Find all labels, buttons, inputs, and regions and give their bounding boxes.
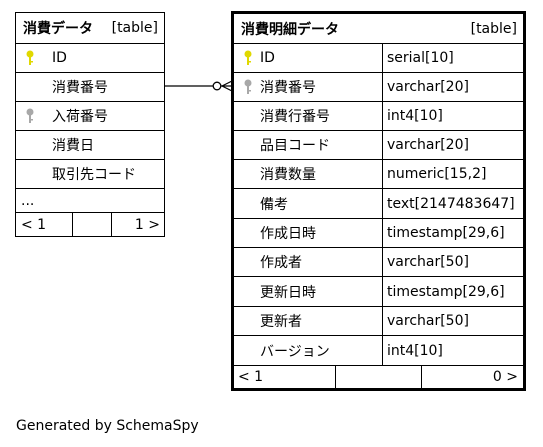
table-row[interactable]: 作成者 varchar[50]: [234, 247, 523, 276]
divider: [382, 160, 383, 188]
table-row[interactable]: 備考 text[2147483647]: [234, 188, 523, 218]
divider: [421, 366, 422, 388]
foreign-key-icon: [24, 102, 36, 130]
divider: [382, 102, 383, 130]
crow-foot-lower: [221, 85, 233, 92]
foreign-key-icon: [242, 73, 254, 101]
column-name: 消費数量: [260, 167, 316, 183]
ellipsis-text: ...: [21, 192, 35, 209]
primary-key-icon: [242, 44, 254, 72]
column-name: 作成者: [260, 255, 302, 271]
column-name: 消費日: [52, 138, 94, 154]
column-name: ID: [52, 50, 67, 66]
divider: [111, 213, 112, 236]
column-type: varchar[50]: [387, 254, 469, 270]
divider: [72, 213, 73, 236]
table-header: 消費明細データ [table]: [234, 14, 523, 43]
pagination-next[interactable]: 1 >: [134, 216, 160, 233]
zero-cardinality-circle: [212, 81, 222, 91]
divider: [382, 277, 383, 306]
primary-key-icon: [24, 44, 36, 72]
column-name: 備考: [260, 196, 288, 213]
pagination-prev[interactable]: < 1: [21, 216, 47, 233]
column-name: 更新日時: [260, 284, 316, 301]
table-type-label: [table]: [111, 20, 158, 36]
table-row[interactable]: ID serial[10]: [234, 43, 523, 72]
column-name: 消費行番号: [260, 109, 330, 125]
table-row[interactable]: 品目コード varchar[20]: [234, 130, 523, 159]
column-name: バージョン: [260, 343, 330, 360]
column-type: numeric[15,2]: [387, 166, 487, 182]
table-type-label: [table]: [470, 20, 517, 37]
table-row[interactable]: 入荷番号: [16, 101, 164, 130]
table-row[interactable]: 消費行番号 int4[10]: [234, 101, 523, 130]
table-row[interactable]: 取引先コード: [16, 159, 164, 188]
column-type: varchar[50]: [387, 313, 469, 329]
table-header: 消費データ [table]: [16, 13, 164, 43]
divider: [382, 336, 383, 365]
table-row[interactable]: 消費番号: [16, 72, 164, 101]
table-name: 消費明細データ: [241, 21, 339, 38]
column-type: varchar[20]: [387, 137, 469, 153]
divider: [382, 131, 383, 159]
table-row[interactable]: 消費数量 numeric[15,2]: [234, 159, 523, 188]
column-type: text[2147483647]: [387, 195, 515, 212]
column-type: serial[10]: [387, 50, 454, 66]
pagination-prev[interactable]: < 1: [238, 369, 264, 385]
footer-generated-by: Generated by SchemaSpy: [16, 418, 199, 434]
pagination-row[interactable]: < 1 1 >: [16, 212, 164, 236]
crow-foot-upper: [221, 80, 233, 87]
pagination-row[interactable]: < 1 0 >: [234, 365, 523, 388]
table-row[interactable]: 更新日時 timestamp[29,6]: [234, 276, 523, 306]
column-type: timestamp[29,6]: [387, 283, 505, 300]
column-name: 入荷番号: [52, 109, 108, 125]
column-type: int4[10]: [387, 108, 443, 124]
column-name: ID: [260, 50, 275, 66]
ellipsis-row: ...: [16, 188, 164, 212]
column-name: 作成日時: [260, 226, 316, 242]
divider: [335, 366, 336, 388]
table-name: 消費データ: [23, 21, 93, 37]
divider: [382, 219, 383, 247]
table-row[interactable]: 更新者 varchar[50]: [234, 306, 523, 335]
column-type: int4[10]: [387, 342, 443, 359]
column-name: 品目コード: [260, 138, 330, 154]
divider: [382, 248, 383, 276]
column-name: 消費番号: [52, 80, 108, 96]
table-row[interactable]: バージョン int4[10]: [234, 335, 523, 365]
table-row[interactable]: ID: [16, 43, 164, 72]
table-row[interactable]: 消費番号 varchar[20]: [234, 72, 523, 101]
table-row[interactable]: 消費日: [16, 130, 164, 159]
table-shouhi-data[interactable]: 消費データ [table] ID 消費番号 入荷番号 消費日 取引先コード ..…: [15, 12, 165, 237]
table-row[interactable]: 作成日時 timestamp[29,6]: [234, 218, 523, 247]
column-name: 更新者: [260, 314, 302, 330]
divider: [382, 189, 383, 218]
divider: [382, 307, 383, 335]
table-shouhi-meisai-data[interactable]: 消費明細データ [table] ID serial[10] 消費番号 varch…: [231, 11, 526, 391]
column-type: varchar[20]: [387, 79, 469, 95]
divider: [382, 73, 383, 101]
column-name: 消費番号: [260, 80, 316, 96]
divider: [382, 44, 383, 72]
column-type: timestamp[29,6]: [387, 225, 505, 241]
column-name: 取引先コード: [52, 167, 136, 183]
pagination-next[interactable]: 0 >: [492, 369, 518, 385]
